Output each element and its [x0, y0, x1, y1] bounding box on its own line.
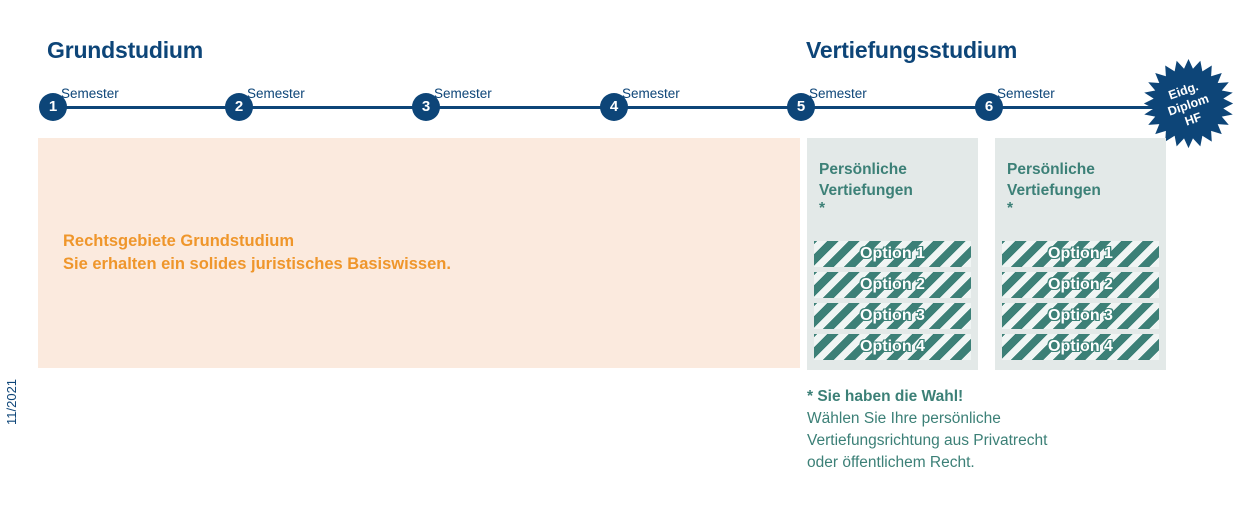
- specialization-option-label: Option 2: [860, 276, 925, 293]
- specialization-option-label: Option 1: [860, 245, 925, 262]
- diploma-starburst-badge: Eidg. Diplom HF: [1140, 57, 1237, 154]
- specialization-option[interactable]: Option 2: [1002, 272, 1159, 298]
- semester-label: Semester: [434, 86, 492, 101]
- specialization-heading-line-1: Persönliche: [819, 161, 907, 178]
- footnote-title: * Sie haben die Wahl!: [807, 388, 964, 405]
- basic-study-description: Rechtsgebiete Grundstudium Sie erhalten …: [63, 230, 451, 276]
- personal-specialization-panel-semester-6: Persönliche Vertiefungen * Option 1 Opti…: [995, 138, 1166, 370]
- semester-label: Semester: [997, 86, 1055, 101]
- specialization-option[interactable]: Option 1: [1002, 241, 1159, 267]
- semester-label: Semester: [61, 86, 119, 101]
- specialization-heading: Persönliche Vertiefungen: [1007, 159, 1101, 201]
- specialization-option[interactable]: Option 4: [814, 334, 971, 360]
- semester-label: Semester: [247, 86, 305, 101]
- semester-number-badge: 2: [225, 93, 253, 121]
- semester-number-badge: 6: [975, 93, 1003, 121]
- specialization-heading: Persönliche Vertiefungen: [819, 159, 913, 201]
- specialization-heading-line-1: Persönliche: [1007, 161, 1095, 178]
- basic-study-line-1: Rechtsgebiete Grundstudium: [63, 232, 295, 250]
- footnote-line-3: oder öffentlichem Recht.: [807, 454, 975, 471]
- section-title-basic-study: Grundstudium: [47, 37, 204, 63]
- specialization-asterisk-marker: *: [819, 200, 826, 217]
- semester-timeline: 1 Semester 2 Semester 3 Semester 4 Semes…: [0, 80, 1240, 130]
- specialization-asterisk-marker: *: [1007, 200, 1014, 217]
- specialization-option-label: Option 3: [860, 307, 925, 324]
- starburst-icon: [1143, 58, 1234, 149]
- specialization-option[interactable]: Option 4: [1002, 334, 1159, 360]
- semester-number-badge: 5: [787, 93, 815, 121]
- specialization-option-label: Option 2: [1048, 276, 1113, 293]
- specialization-option[interactable]: Option 1: [814, 241, 971, 267]
- footnote-body: Wählen Sie Ihre persönliche Vertiefungsr…: [807, 408, 1167, 474]
- footnote-block: * Sie haben die Wahl! Wählen Sie Ihre pe…: [807, 386, 1167, 474]
- specialization-option[interactable]: Option 3: [1002, 303, 1159, 329]
- basic-study-line-2: Sie erhalten ein solides juristisches Ba…: [63, 255, 451, 273]
- semester-number-badge: 1: [39, 93, 67, 121]
- personal-specialization-panel-semester-5: Persönliche Vertiefungen * Option 1 Opti…: [807, 138, 978, 370]
- semester-number-badge: 3: [412, 93, 440, 121]
- date-stamp: 11/2021: [4, 378, 19, 425]
- specialization-option-label: Option 3: [1048, 307, 1113, 324]
- specialization-option[interactable]: Option 2: [814, 272, 971, 298]
- section-title-advanced-study: Vertiefungsstudium: [806, 37, 1018, 63]
- specialization-option-label: Option 1: [1048, 245, 1113, 262]
- semester-number-badge: 4: [600, 93, 628, 121]
- specialization-option-list: Option 1 Option 2 Option 3 Option 4: [1002, 241, 1159, 365]
- semester-label: Semester: [622, 86, 680, 101]
- basic-study-panel: Rechtsgebiete Grundstudium Sie erhalten …: [38, 138, 800, 368]
- footnote-line-1: Wählen Sie Ihre persönliche: [807, 410, 1001, 427]
- specialization-option-list: Option 1 Option 2 Option 3 Option 4: [814, 241, 971, 365]
- specialization-heading-line-2: Vertiefungen: [819, 182, 913, 199]
- specialization-heading-line-2: Vertiefungen: [1007, 182, 1101, 199]
- specialization-option[interactable]: Option 3: [814, 303, 971, 329]
- specialization-option-label: Option 4: [860, 338, 925, 355]
- specialization-option-label: Option 4: [1048, 338, 1113, 355]
- footnote-line-2: Vertiefungsrichtung aus Privatrecht: [807, 432, 1048, 449]
- semester-label: Semester: [809, 86, 867, 101]
